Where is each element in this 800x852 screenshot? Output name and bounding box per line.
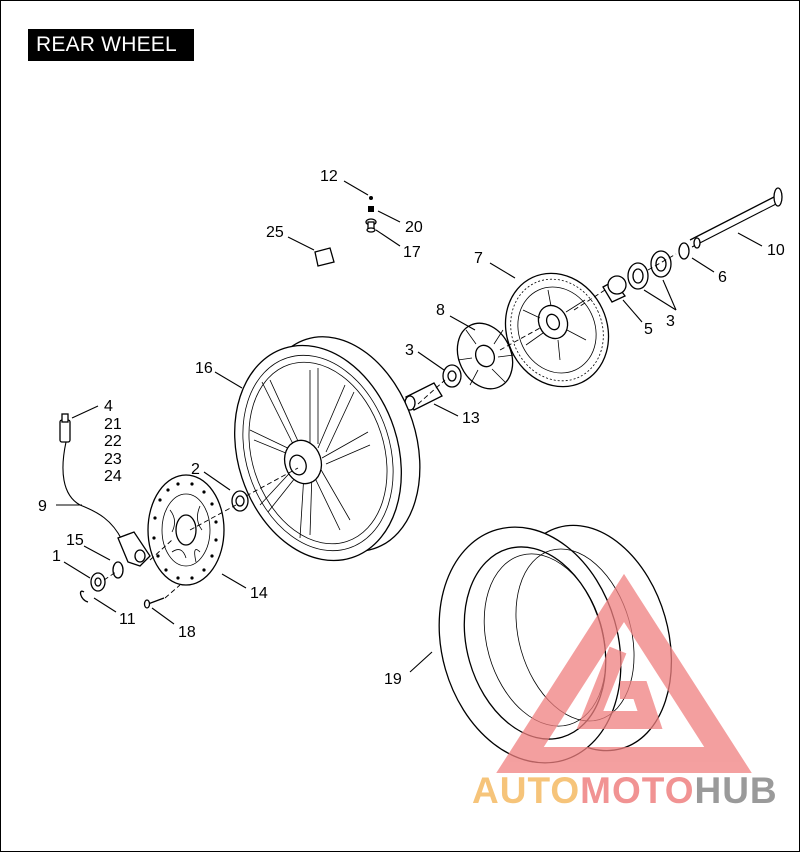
- bearing-left: [442, 364, 462, 388]
- callout-11: 11: [119, 611, 136, 628]
- callout-6: 6: [718, 269, 727, 286]
- callout-1: 1: [52, 548, 61, 565]
- watermark-auto: AUTO: [472, 770, 581, 811]
- leader-lines: [56, 180, 763, 673]
- balance-weight: [314, 247, 335, 267]
- callout-20: 20: [405, 219, 423, 236]
- bearing-right: [627, 250, 672, 290]
- callout-10: 10: [767, 242, 785, 259]
- callout-2: 2: [191, 461, 200, 478]
- rotor-screw: [143, 597, 165, 609]
- callout-15: 15: [66, 532, 84, 549]
- callout-23: 23: [104, 451, 122, 468]
- callout-7: 7: [474, 250, 483, 267]
- callout-22: 22: [104, 433, 122, 450]
- callout-8: 8: [436, 302, 445, 319]
- callout-labels: 12 20 17 25 7 10 6 5 3 8 3 13 16 2 14 4 …: [38, 168, 785, 688]
- rear-sprocket: [504, 272, 610, 388]
- callout-21: 21: [104, 416, 122, 433]
- valve-stem: [365, 196, 377, 233]
- washer: [112, 561, 124, 579]
- callout-4: 4: [104, 398, 113, 415]
- brake-rotor: [147, 474, 225, 586]
- callout-14: 14: [250, 585, 268, 602]
- callout-12: 12: [320, 168, 338, 185]
- callout-5: 5: [644, 321, 653, 338]
- callout-13: 13: [462, 410, 480, 427]
- callout-3-right: 3: [666, 313, 675, 330]
- diagram-title: REAR WHEEL: [28, 29, 194, 61]
- callout-16: 16: [195, 360, 213, 377]
- watermark-moto: MOTO: [580, 770, 695, 811]
- callout-17: 17: [403, 244, 421, 261]
- callout-18: 18: [178, 624, 196, 641]
- callout-25: 25: [266, 224, 284, 241]
- axle-nut: [90, 572, 106, 592]
- axle-washer: [678, 242, 690, 260]
- assembly-guide-lines: [103, 253, 677, 599]
- retaining-clip: [79, 590, 89, 603]
- callout-19: 19: [384, 671, 402, 688]
- rear-wheel-rim: [234, 336, 421, 562]
- cush-drive-rubber: [456, 322, 515, 390]
- spacer: [602, 275, 627, 303]
- abs-sensor-cable: [59, 413, 151, 567]
- callout-24: 24: [104, 468, 122, 485]
- wheel-bearing-seal: [231, 490, 249, 512]
- watermark-hub: HUB: [694, 770, 778, 811]
- watermark-text: AUTOMOTOHUB: [472, 770, 778, 812]
- callout-3-left: 3: [405, 342, 414, 359]
- callout-9: 9: [38, 498, 47, 515]
- rear-axle: [689, 187, 783, 249]
